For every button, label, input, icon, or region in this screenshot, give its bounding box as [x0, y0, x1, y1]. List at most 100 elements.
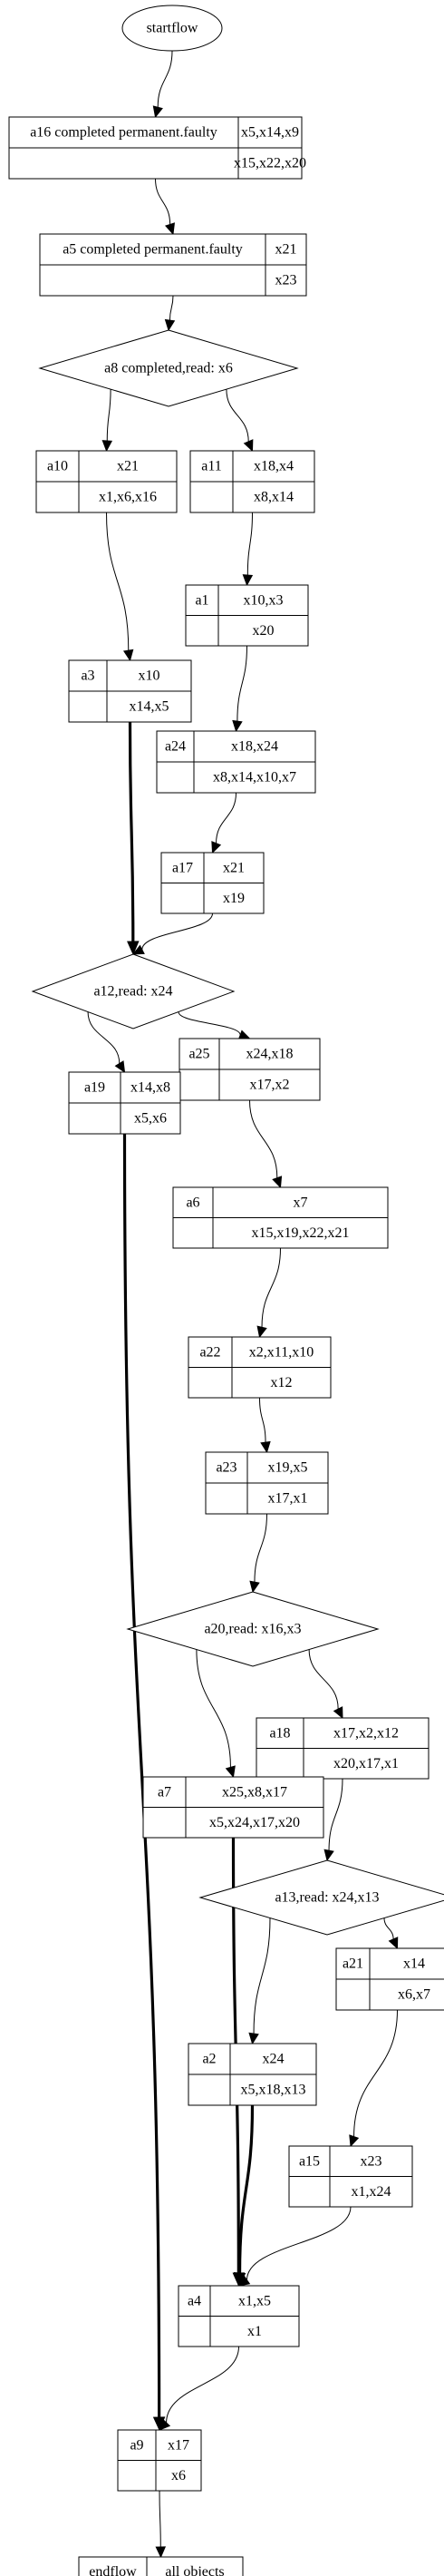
edge-a3-to-a12	[127, 721, 140, 956]
edge-a17-to-a12	[131, 912, 213, 955]
box-bottom-values: x19	[223, 891, 245, 906]
edge-a1-to-a24	[232, 645, 247, 733]
box-top-values: x5,x14,x9	[241, 125, 299, 141]
box-top-values: x21	[223, 860, 245, 875]
arrowhead	[114, 1060, 126, 1074]
edge-line	[196, 1649, 231, 1768]
box-label: a10	[47, 459, 68, 474]
arrowhead	[388, 1937, 399, 1950]
arrowhead	[323, 1849, 334, 1862]
edge-a13-to-a21	[383, 1917, 399, 1950]
start-ellipse	[121, 5, 223, 52]
decision-diamond-a13: a13,read: x24,x13	[198, 1859, 444, 1936]
edge-a20-to-a7	[196, 1649, 236, 1779]
edges-layer	[87, 50, 399, 2559]
edge-line	[106, 389, 111, 442]
diamond-label: a13,read: x24,x13	[275, 1890, 379, 1906]
edge-a21-to-a15	[349, 2009, 398, 2148]
box-bottom-values: x5,x6	[134, 1111, 167, 1127]
edge-a19-to-a9	[122, 1133, 166, 2432]
box-label: a25	[188, 1047, 209, 1062]
box-label: a7	[158, 1784, 171, 1800]
box-label: a6	[186, 1195, 199, 1210]
box-top-values: x17,x2,x12	[333, 1725, 399, 1741]
arrowhead	[164, 318, 176, 332]
decision-diamond-a12: a12,read: x24	[31, 953, 236, 1029]
nodes-layer: startflow a16 completed permanent.faulty x…	[8, 5, 444, 2576]
box-bottom-values: x1,x24	[352, 2184, 391, 2200]
process-box-a6: a6 x7 x15,x19,x22,x21	[172, 1186, 389, 1249]
process-box-a18: a18 x17,x2,x12 x20,x17,x1	[256, 1717, 430, 1780]
process-box-a11: a11 x18,x4 x8,x14	[189, 450, 315, 513]
arrowhead	[122, 649, 134, 662]
edge-start-to-a16	[152, 50, 173, 119]
box-bottom-values: x23	[275, 273, 297, 288]
diamond-shape	[198, 1859, 444, 1936]
end-frame	[78, 2556, 244, 2576]
arrowhead	[155, 2546, 167, 2559]
box-bottom-values: x5,x24,x17,x20	[209, 1815, 300, 1830]
box-label: a21	[343, 1956, 363, 1972]
decision-diamond-a8: a8 completed,read: x6	[38, 329, 299, 407]
box-top-values: x18,x4	[254, 459, 294, 474]
box-label: a18	[269, 1725, 290, 1741]
arrowhead	[127, 941, 140, 956]
box-bottom-values: x6	[171, 2468, 186, 2483]
box-top-values: x2,x11,x10	[249, 1344, 314, 1360]
edge-a12-to-a25	[178, 1011, 251, 1040]
arrowhead	[237, 2275, 251, 2287]
box-label: a15	[299, 2153, 320, 2169]
edge-line	[236, 645, 247, 722]
arrowhead	[272, 1176, 283, 1189]
box-label: a24	[165, 739, 186, 755]
box-top-values: x10,x3	[244, 592, 284, 608]
box-label: a17	[172, 860, 193, 875]
diamond-shape	[38, 329, 299, 407]
arrowhead	[242, 574, 254, 587]
edge-a22-to-a23	[259, 1397, 271, 1454]
edge-a24-to-a17	[211, 792, 236, 854]
box-top-values: x7	[294, 1195, 308, 1210]
box-bottom-values: x17,x1	[268, 1491, 308, 1507]
edge-line	[254, 1513, 267, 1583]
box-top-values: x23	[361, 2153, 382, 2169]
edge-line	[178, 1011, 241, 1036]
edge-line	[237, 2104, 255, 2274]
end-left-label: endflow	[89, 2564, 137, 2576]
edge-a9-to-end	[155, 2490, 167, 2559]
box-bottom-values: x15,x19,x22,x21	[252, 1225, 350, 1241]
edge-line	[155, 178, 171, 225]
box-bottom-values: x6,x7	[398, 1987, 430, 2003]
box-label: a11	[201, 459, 222, 474]
diamond-label: a12,read: x24	[93, 984, 172, 1000]
arrowhead	[260, 1440, 271, 1454]
diamond-shape	[31, 953, 236, 1029]
arrowhead	[256, 1325, 267, 1339]
edge-line	[87, 1011, 121, 1064]
box-bottom-values: x20,x17,x1	[333, 1756, 399, 1771]
edge-a15-to-a4	[237, 2206, 352, 2287]
arrowhead	[211, 841, 222, 854]
edge-line	[308, 1649, 339, 1710]
diamond-shape	[126, 1591, 380, 1667]
box-top-values: x19,x5	[268, 1460, 308, 1476]
box-top-values: x24	[263, 2052, 285, 2067]
edge-a18-to-a13	[323, 1778, 343, 1862]
edge-line	[246, 512, 253, 576]
box-label: a16 completed permanent.faulty	[30, 125, 217, 141]
box-top-values: x10	[139, 668, 160, 684]
diamond-label: a8 completed,read: x6	[104, 361, 233, 376]
edge-line	[157, 50, 173, 108]
box-bottom-values: x8,x14	[254, 490, 294, 505]
start-label: startflow	[147, 21, 198, 36]
arrowhead	[248, 2032, 259, 2045]
